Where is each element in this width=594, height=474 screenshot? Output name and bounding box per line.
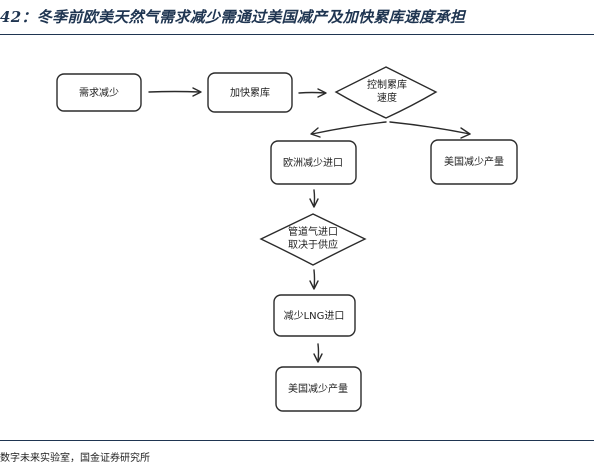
- node-pipeline-label-2: 取决于供应: [288, 238, 338, 251]
- footer-divider: [0, 440, 594, 441]
- node-us-cut-1: 美国减少产量: [430, 139, 518, 185]
- node-pipeline: 管道气进口 取决于供应: [259, 213, 367, 266]
- source-note: 数字未来实验室，国金证券研究所: [0, 453, 150, 464]
- arrow-pipeline-to-lng: [309, 269, 319, 290]
- node-us-cut-2-label: 美国减少产量: [288, 382, 348, 395]
- node-control-speed-label-2: 速度: [377, 91, 397, 104]
- title-bar: 42：冬季前欧美天然气需求减少需通过美国减产及加快累库速度承担: [0, 0, 594, 35]
- node-demand-down: 需求减少: [56, 73, 142, 112]
- node-control-speed: 控制累库 速度: [334, 66, 438, 119]
- node-control-speed-label-1: 控制累库: [367, 78, 407, 91]
- arrow-demand-to-storage: [148, 87, 202, 97]
- arrow-eu-to-pipeline: [309, 189, 319, 208]
- node-us-cut-2: 美国减少产量: [275, 366, 362, 412]
- arrow-storage-to-control: [298, 88, 327, 98]
- node-pipeline-label-1: 管道气进口: [288, 225, 338, 238]
- node-demand-down-label: 需求减少: [79, 87, 119, 99]
- node-us-cut-1-label: 美国减少产量: [444, 155, 504, 168]
- node-eu-import-down-label: 欧洲减少进口: [283, 157, 343, 169]
- node-speed-storage-label: 加快累库: [230, 86, 270, 99]
- title-divider: [0, 34, 594, 35]
- arrow-lng-to-us-cut: [313, 343, 323, 363]
- arrow-control-to-us-cut: [389, 121, 471, 139]
- arrow-control-to-eu: [310, 121, 387, 138]
- node-eu-import-down: 欧洲减少进口: [270, 140, 357, 185]
- node-lng-import-down-label: 减少LNG进口: [284, 310, 345, 322]
- node-speed-storage: 加快累库: [207, 72, 293, 113]
- figure-title: 42：冬季前欧美天然气需求减少需通过美国减产及加快累库速度承担: [0, 8, 466, 26]
- node-lng-import-down: 减少LNG进口: [273, 294, 356, 337]
